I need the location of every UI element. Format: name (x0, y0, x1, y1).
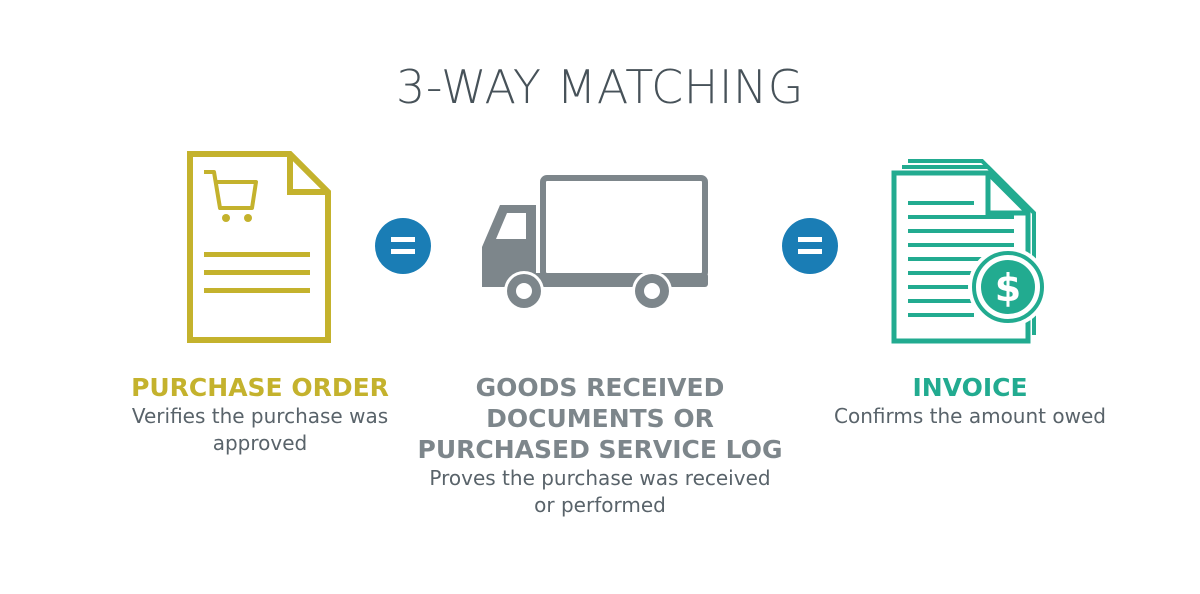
goods-received-column: GOODS RECEIVED DOCUMENTS OR PURCHASED SE… (410, 372, 790, 519)
invoice-column: INVOICE Confirms the amount owed (810, 372, 1130, 430)
purchase-order-column: PURCHASE ORDER Verifies the purchase was… (100, 372, 420, 457)
invoice-dollar-document-icon: $ (891, 159, 1048, 344)
invoice-label: INVOICE (912, 373, 1028, 402)
equals-icon (782, 218, 838, 274)
equals-icon (375, 218, 431, 274)
purchase-order-description: Verifies the purchase was approved (131, 404, 389, 455)
goods-received-label: GOODS RECEIVED DOCUMENTS OR PURCHASED SE… (417, 373, 783, 464)
svg-text:$: $ (995, 266, 1021, 310)
purchase-order-cart-document-icon (187, 151, 331, 343)
purchase-order-label: PURCHASE ORDER (131, 373, 389, 402)
goods-received-description: Proves the purchase was received or perf… (429, 466, 771, 517)
invoice-description: Confirms the amount owed (834, 404, 1106, 428)
page-title: 3-WAY MATCHING (396, 60, 804, 114)
delivery-truck-icon (482, 175, 708, 311)
